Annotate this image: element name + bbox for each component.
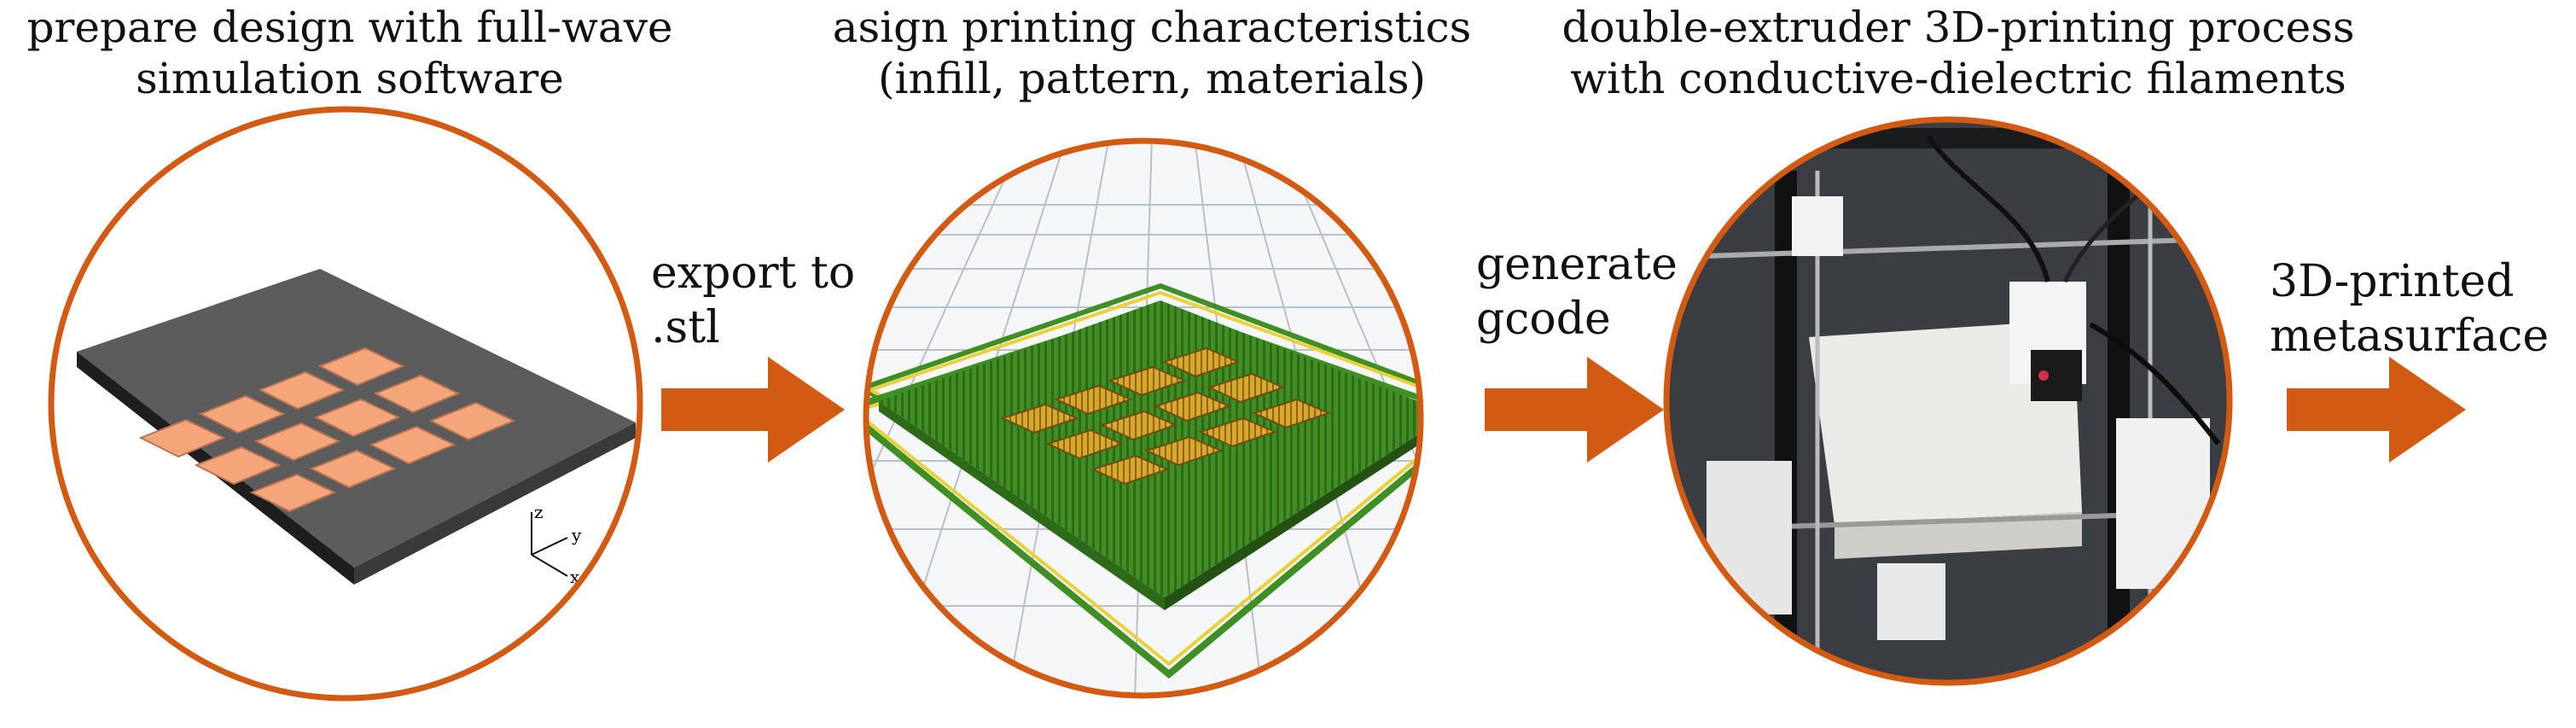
axes-indicator [531, 512, 568, 577]
patch-array [138, 347, 516, 513]
printed-patch-array [1000, 347, 1331, 486]
axis-z-label: z [534, 502, 544, 522]
step2-caption: asign printing characteristics (infill, … [794, 2, 1510, 104]
step1-caption-line1: prepare design with full-wave [26, 3, 673, 52]
arrow-2 [1485, 357, 1664, 463]
printer-photo-panel [1663, 116, 2233, 686]
arrow-3 [2287, 357, 2466, 463]
step3-caption: double-extruder 3D-printing process with… [1519, 2, 2398, 104]
axis-y-label: y [571, 525, 582, 545]
step1-caption: prepare design with full-wave simulation… [0, 2, 700, 104]
arrow2-label-line1: generate [1476, 239, 1678, 290]
arrow3-label-line1: 3D-printed [2270, 256, 2515, 307]
step3-caption-line2: with conductive-dielectric filaments [1570, 54, 2346, 103]
arrow2-label-line2: gcode [1476, 294, 1611, 345]
arrow-1 [661, 357, 845, 463]
arrow2-label: generate gcode [1476, 237, 1678, 347]
arrow3-label: 3D-printed metasurface [2270, 254, 2549, 364]
arrow1-label-line1: export to [651, 248, 856, 299]
slicer-panel [863, 137, 1424, 699]
step3-caption-line1: double-extruder 3D-printing process [1561, 3, 2355, 52]
arrow3-label-line2: metasurface [2270, 311, 2550, 362]
arrow1-label: export to .stl [651, 246, 855, 355]
step1-caption-line2: simulation software [136, 54, 564, 103]
step2-caption-line2: (infill, pattern, materials) [877, 54, 1427, 103]
step2-caption-line1: asign printing characteristics [832, 3, 1472, 52]
simulation-panel: z y x [48, 106, 643, 702]
arrow1-label-line2: .stl [651, 302, 720, 353]
